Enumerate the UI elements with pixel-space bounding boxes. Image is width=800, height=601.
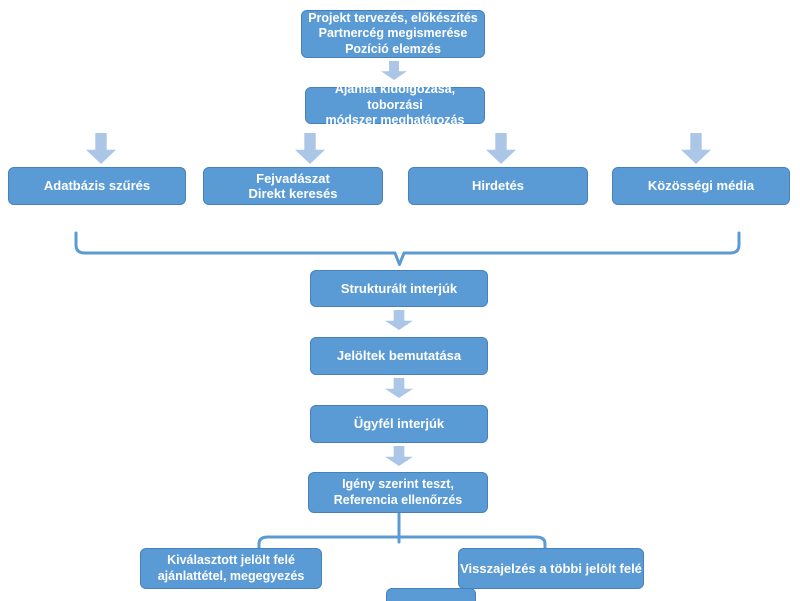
box-database-filtering: Adatbázis szűrés (8, 167, 186, 205)
box-text-line: Strukturált interjúk (340, 280, 458, 296)
box-text-line: Ügyfél interjúk (353, 416, 445, 432)
box-text-line: Kiválasztott jelölt felé (167, 553, 295, 567)
box-text-line: Pozíció elemzés (345, 41, 441, 56)
box-text-line: Referencia ellenőrzés (333, 492, 463, 507)
box-text-line: Visszajelzés a többi jelölt felé (460, 560, 642, 576)
box-offer-method: Ajánlat kidolgozása, toborzási módszer m… (305, 82, 485, 127)
box-structured-interviews: Strukturált interjúk (310, 270, 488, 307)
box-project-preparation: Projekt tervezés, előkészítés Partnercég… (301, 10, 485, 58)
box-text-line: Projekt tervezés, előkészítés (308, 10, 478, 25)
box-offer-agreement: Kiválasztott jelölt felé ajánlattétel, m… (140, 548, 322, 589)
box-candidate-presentation: Jelöltek bemutatása (310, 337, 488, 375)
box-text-line: Jelöltek bemutatása (336, 348, 462, 364)
box-text-line: Közösségi média (647, 178, 755, 194)
merge-bracket (74, 231, 741, 266)
box-text-line: Partnercég megismerése (318, 26, 468, 41)
down-arrow-to-test (385, 446, 413, 466)
box-text-line: Ajánlat kidolgozása, toborzási (334, 82, 456, 112)
box-client-interviews: Ügyfél interjúk (310, 405, 488, 443)
down-arrow-to-headhunting (295, 133, 325, 164)
down-arrow-to-social-media (681, 133, 711, 164)
box-text-line: Hirdetés (471, 178, 525, 194)
box-text-line: módszer meghatározás (325, 113, 465, 128)
down-arrow-to-offer (381, 61, 407, 80)
down-arrow-to-presentation (385, 310, 413, 330)
down-arrow-to-client-interviews (385, 378, 413, 398)
box-text-line: Adatbázis szűrés (43, 178, 151, 194)
box-text-line: Igény szerint teszt, (342, 477, 454, 491)
down-arrow-to-advertising (486, 133, 516, 164)
box-headhunting: Fejvadászat Direkt keresés (203, 167, 383, 205)
box-text-line: ajánlattétel, megegyezés (157, 568, 305, 583)
down-arrow-to-database (86, 133, 116, 164)
box-text-line: Fejvadászat (256, 170, 330, 186)
box-cutoff-partial (386, 588, 476, 601)
box-feedback-other-candidates: Visszajelzés a többi jelölt felé (458, 548, 644, 589)
box-text-line: Direkt keresés (248, 186, 338, 201)
box-test-reference-check: Igény szerint teszt, Referencia ellenőrz… (308, 472, 488, 513)
box-advertising: Hirdetés (408, 167, 588, 205)
box-social-media: Közösségi média (612, 167, 790, 205)
